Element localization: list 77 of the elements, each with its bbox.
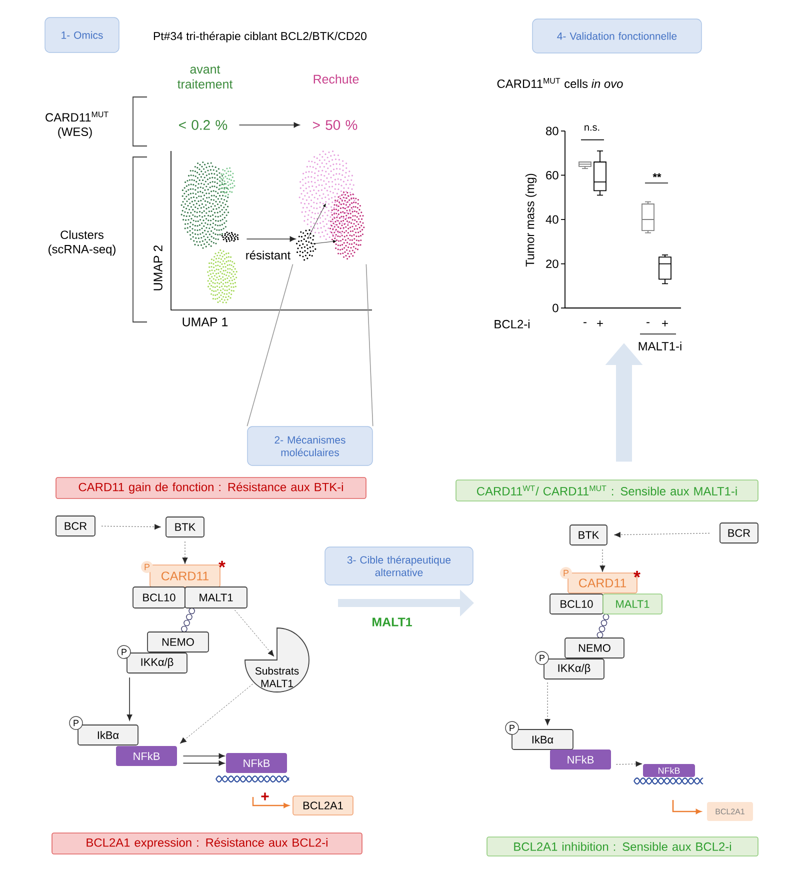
row-label: CARD11$^{MUT}$ (WES) <box>46 112 108 138</box>
protein-box: BTK <box>570 524 608 546</box>
tick-label: 80 <box>546 126 558 136</box>
asterisk-mark: * <box>218 560 226 568</box>
arrow <box>180 684 253 744</box>
protein-box: IKKα/β <box>544 658 604 680</box>
arrow <box>614 532 710 538</box>
significance-label: n.s. <box>584 125 600 131</box>
protein-box: NFkB <box>550 750 611 770</box>
heading-banner: BCL2A1 expression : Résistance aux BCL2-i <box>52 832 362 854</box>
zoom-line <box>366 264 374 427</box>
protein-box: NEMO <box>147 632 209 652</box>
tick-label: 40 <box>546 215 558 224</box>
arrow <box>600 549 606 572</box>
protein-box: BCL10 <box>132 586 186 608</box>
arrow <box>101 524 162 530</box>
promoter-arrow <box>672 800 702 814</box>
tick-label: 20 <box>546 260 558 268</box>
scatter-cluster-drawing <box>180 162 239 304</box>
protein-box: IkBα <box>78 724 138 746</box>
protein-box: BCL10 <box>550 594 604 614</box>
section-box: 1- Omics <box>44 17 120 53</box>
axis-label: UMAP 1 <box>182 318 228 326</box>
protein-box: IKKα/β <box>126 652 188 674</box>
protein-box: NFkB <box>116 746 177 766</box>
asterisk-mark: * <box>634 570 640 578</box>
group-label: BCL2-i <box>494 320 530 328</box>
column-heading: avant traitement <box>178 65 233 89</box>
protein-box: MALT1 <box>184 586 248 608</box>
scatter-cluster-drawing <box>296 150 365 261</box>
chart-title: CARD11$^{MUT}$ cells in ovo <box>497 78 623 88</box>
edge-label: + <box>261 792 269 800</box>
percentage-label: > 50 % <box>313 120 358 130</box>
arrow <box>238 122 300 128</box>
treatment-sign: - <box>646 322 650 324</box>
arrow <box>182 541 188 564</box>
protein-box: BCR <box>56 516 96 536</box>
treatment-sign: - <box>584 322 586 324</box>
section-box: 3- Cible thérapeutique alternative <box>324 546 474 586</box>
section-box: 4- Validation fonctionnelle <box>532 18 702 54</box>
protein-box: NFkB <box>226 753 287 773</box>
treatment-sign: + <box>597 320 603 326</box>
protein-box: BCR <box>720 522 758 544</box>
protein-box: BTK <box>166 516 204 538</box>
node-label: P <box>144 564 150 570</box>
arrow <box>544 682 550 726</box>
percentage-label: < 0.2 % <box>179 120 228 130</box>
section-box: 2- Mécanismes moléculaires <box>247 426 373 466</box>
axis-label: UMAP 2 <box>154 245 162 290</box>
group-label: MALT1-i <box>638 342 682 350</box>
gene-box: BCL2A1 <box>292 796 354 816</box>
significance-label: ** <box>652 173 662 178</box>
arrow <box>246 236 296 242</box>
axis-label: Tumor mass (mg) <box>525 174 537 267</box>
protein-box: CARD11 <box>150 564 220 588</box>
protein-box: MALT1 <box>602 594 662 614</box>
treatment-sign: + <box>662 320 668 326</box>
heading-banner: CARD11$^{WT}$/ CARD11$^{MUT}$ : Sensible aux MALT1-i <box>456 480 758 502</box>
protein-box: IkBα <box>512 729 574 750</box>
arrow <box>182 760 225 766</box>
heading-banner: CARD11 gain de fonction : Résistance aux BTK-i <box>56 477 366 499</box>
row-label: Clusters (scRNA-seq) <box>48 230 116 256</box>
protein-box: NEMO <box>564 638 624 658</box>
arrow <box>182 753 225 759</box>
tick-label: 0 <box>552 304 558 312</box>
edge-label: résistant <box>246 250 290 260</box>
protein-box: NFkB <box>643 764 695 777</box>
tick-label: 60 <box>546 170 558 180</box>
zoom-line <box>246 264 294 427</box>
column-heading: Rechute <box>314 74 359 84</box>
arrow <box>234 610 274 657</box>
arrow <box>616 761 642 767</box>
heading-banner: BCL2A1 inhibition : Sensible aux BCL2-i <box>486 836 758 856</box>
subtitle: Pt#34 tri-thérapie ciblant BCL2/BTK/CD20 <box>154 32 366 42</box>
arrow <box>126 677 132 720</box>
target-label: MALT1 <box>372 618 412 626</box>
promoter-arrow <box>252 797 290 808</box>
